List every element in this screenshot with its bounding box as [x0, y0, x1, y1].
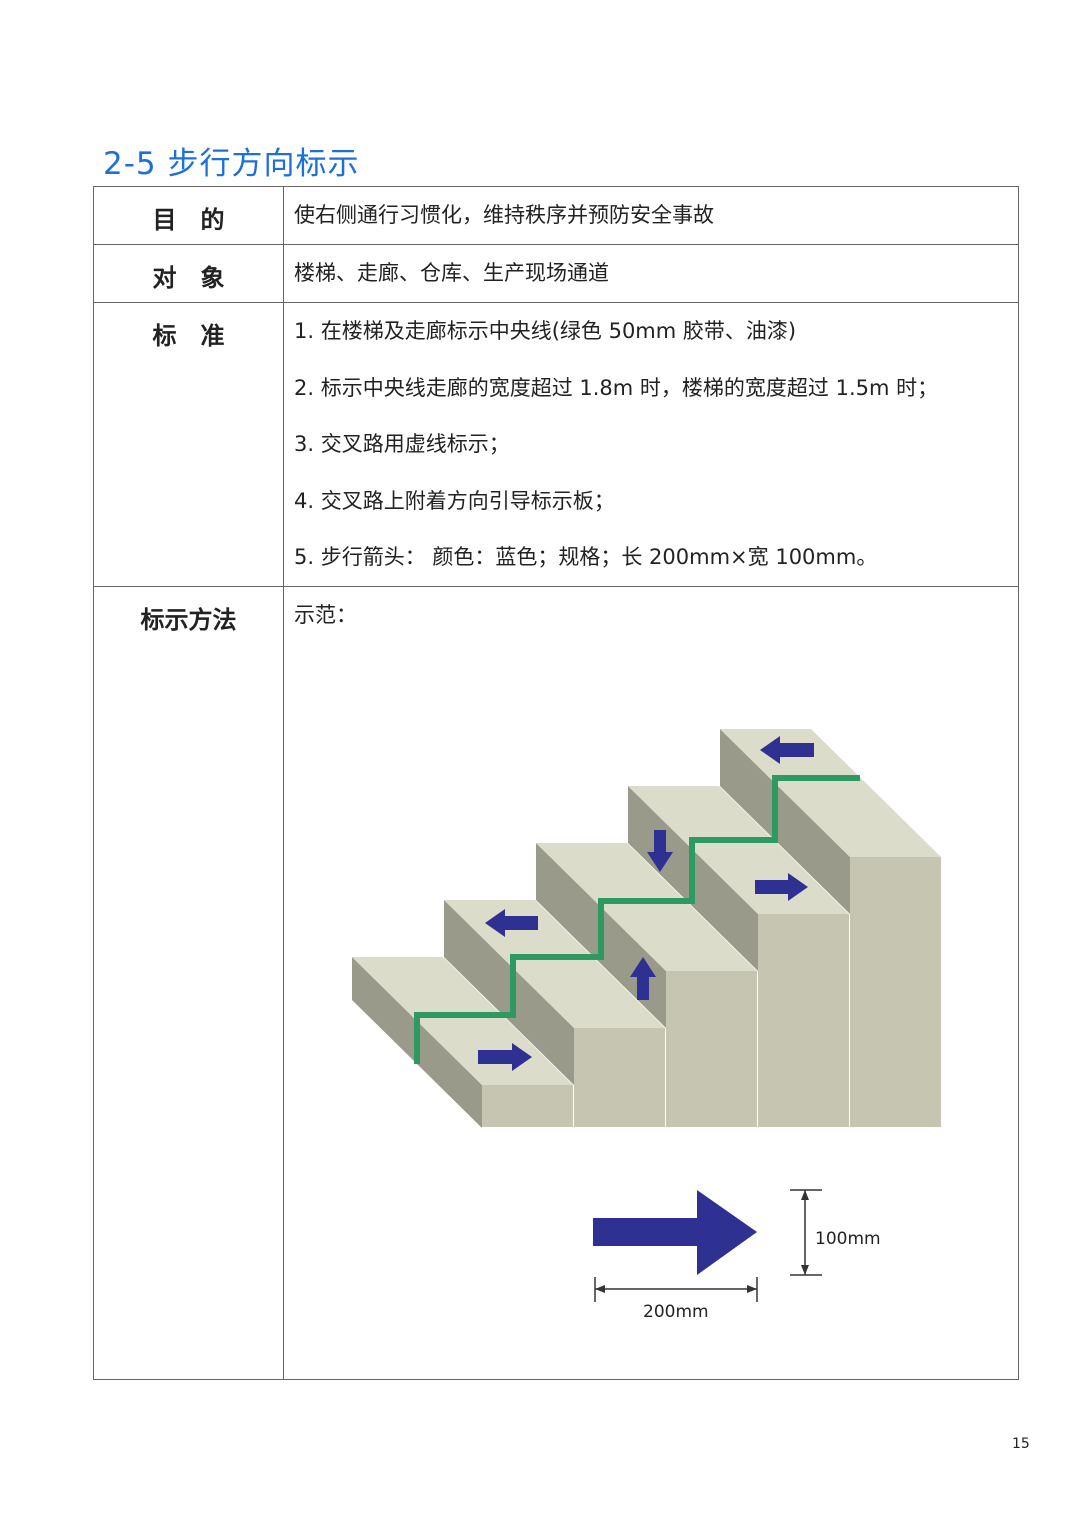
row-label: 对 象 [152, 264, 225, 292]
row-value: 楼梯、走廊、仓库、生产现场通道 [294, 261, 609, 285]
page-number: 15 [1012, 1436, 1030, 1452]
step-side-face [444, 900, 574, 1085]
row-value: 使右侧通行习惯化，维持秩序并预防安全事故 [294, 203, 714, 227]
height-label: 100mm [815, 1229, 881, 1249]
center-line [414, 775, 860, 1064]
walking-arrows [478, 736, 814, 1275]
sample-arrow-icon [593, 1190, 757, 1275]
step-front-face [850, 857, 941, 1127]
row-label: 目 的 [152, 206, 225, 234]
standard-item: 4. 交叉路上附着方向引导标示板； [294, 488, 615, 513]
standard-item: 1. 在楼梯及走廊标示中央线(绿色 50mm 胶带、油漆) [294, 319, 797, 343]
arrow-right-icon [755, 873, 808, 901]
dimension-lines [594, 1189, 822, 1302]
step-front-face [482, 1085, 573, 1127]
row-value: 示范： [294, 603, 357, 627]
arrow-right-icon [478, 1043, 532, 1071]
step-top-face [720, 729, 941, 857]
standard-item: 3. 交叉路用虚线标示； [294, 432, 510, 456]
arrow-up-icon [630, 957, 656, 1000]
table-row: 标 准 1. 在楼梯及走廊标示中央线(绿色 50mm 胶带、油漆) 2. 标示中… [93, 302, 1019, 587]
standard-item: 5. 步行箭头： 颜色：蓝色；规格；长 200mm×宽 100mm。 [294, 545, 878, 569]
standard-item: 2. 标示中央线走廊的宽度超过 1.8m 时，楼梯的宽度超过 1.5m 时； [294, 375, 939, 400]
arrow-left-icon [485, 909, 538, 937]
arrow-down-icon [647, 830, 673, 872]
step-front-face [574, 1028, 665, 1127]
step-front-face [666, 971, 757, 1127]
page-title: 2-5 步行方向标示 [103, 146, 360, 182]
table-row: 对 象 楼梯、走廊、仓库、生产现场通道 [93, 244, 1019, 303]
row-label: 标示方法 [140, 606, 237, 634]
stair-steps [352, 729, 941, 1128]
step-front-face [758, 914, 849, 1127]
length-label: 200mm [643, 1302, 709, 1322]
arrow-left-icon [760, 736, 814, 764]
row-label: 标 准 [152, 322, 225, 350]
step-side-face [720, 729, 850, 914]
step-top-face [536, 843, 757, 971]
